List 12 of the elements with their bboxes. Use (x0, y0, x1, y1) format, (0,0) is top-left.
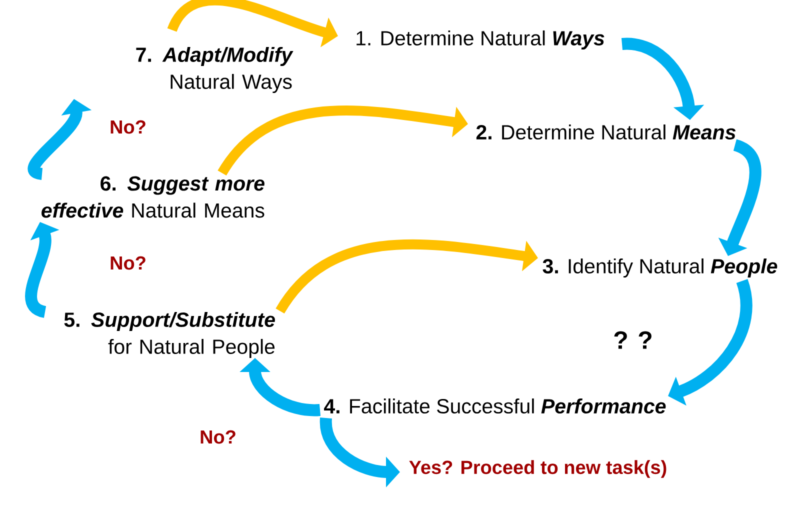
step-text: 3. Identify Natural People (542, 258, 778, 278)
step-text: 7. Adapt/Modify Natural Ways (136, 46, 294, 94)
outcome-text: Yes? Proceed to new task(s) (409, 460, 666, 478)
step-text: 4. Facilitate Successful Performance (324, 398, 666, 414)
step-text: 1. Determine Natural Ways (356, 30, 604, 50)
step-text: 2. Determine Natural Means (476, 124, 736, 140)
step-text: 5. Support/Substitute for Natural People (64, 312, 275, 358)
answer-label: No? (200, 430, 236, 444)
answer-label: No? (110, 120, 146, 134)
question-marks: ? ? (614, 331, 652, 349)
answer-label: No? (110, 256, 146, 270)
step-text: 6. Suggest more effective Natural Means (42, 176, 264, 218)
